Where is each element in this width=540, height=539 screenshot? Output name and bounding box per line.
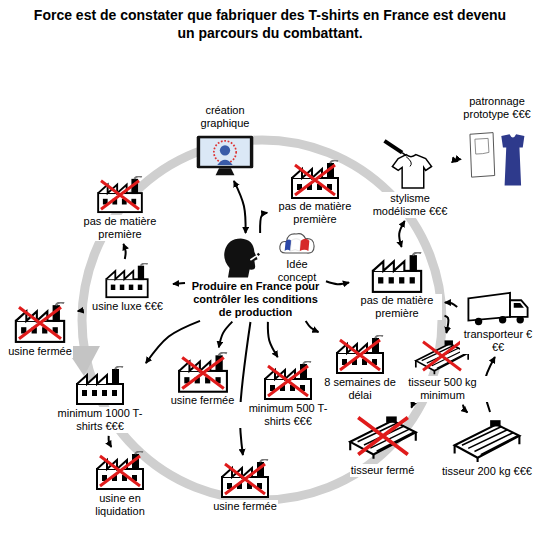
icon-node: création graphique [185,104,265,178]
title: Force est de constater que fabriquer des… [30,6,510,42]
icon-node: Idée concept [272,230,322,284]
node-label: tisseur fermé [350,464,416,477]
node-label: pas de matière première [70,215,170,241]
icon-node: patronnage prototype €€€ [458,95,536,201]
flow-arrow [445,303,457,308]
node-label: usine fermée [7,345,73,358]
node-label: tisseur 200 kg €€€ [441,465,533,478]
node-label: stylisme modélisme €€€ [365,192,455,218]
icon-node: usine fermée [165,350,240,407]
node-label: patronnage prototype €€€ [458,95,536,121]
icon-node: usine fermée [5,300,75,358]
icon-node: minimum 1000 T-shirts €€€ [45,365,155,433]
flow-arrow [78,309,83,311]
flow-arrow [146,321,200,363]
node-label: usine en liquidation [80,492,160,518]
flow-arrow [234,181,246,233]
icons [16,133,528,497]
icon-node: tisseur 500 kg minimum [395,336,490,402]
icon-node: pas de matière première [70,175,170,241]
node-label: Idée concept [272,258,322,284]
node-label: tisseur 500 kg minimum [395,376,490,402]
icon-node: tisseur 200 kg €€€ [438,415,536,478]
icon-node: tisseur fermé [340,410,425,477]
flow-arrow [109,436,112,447]
icon-node: 8 semaines de délai [320,334,400,402]
node-label: pas de matière première [270,200,360,226]
node-label: transporteur €€€ [460,328,536,354]
flow-arrow [306,321,319,332]
flow-arrow [240,322,250,455]
icon-node: stylisme modélisme €€€ [365,136,455,218]
node-label: usine fermée [170,394,236,407]
icon-node: usine luxe €€€ [85,262,170,313]
flow-arrow [260,213,267,233]
icon-node: pas de matière première [270,158,360,226]
flow-arrow [399,221,405,247]
flow-arrow [445,316,449,333]
node-label: usine fermée [212,500,278,513]
icon-node: transporteur €€€ [460,290,536,354]
flow-arrow [455,161,458,162]
flow-arrow [411,404,414,407]
flow-arrow [123,244,125,259]
node-label: minimum 1000 T-shirts €€€ [45,407,155,433]
icon-node: minimum 500 T-shirts €€€ [238,360,338,428]
flow-arrow [173,282,185,285]
flow-arrow [463,405,467,413]
flow-arrow [268,322,278,357]
icon-node: usine en liquidation [80,450,160,518]
icon-node: usine fermée [205,458,285,513]
flow-arrow [326,281,349,284]
node-label: minimum 500 T-shirts €€€ [238,402,338,428]
node-label: usine luxe €€€ [91,300,164,313]
node-label: Produire en France pour contrôler les co… [188,280,323,319]
icon-node: pas de matière première [352,250,442,320]
node-label: pas de matière première [352,294,442,320]
node-label: création graphique [185,104,265,130]
flow-arrow [219,322,232,348]
node-label: 8 semaines de délai [320,376,400,402]
